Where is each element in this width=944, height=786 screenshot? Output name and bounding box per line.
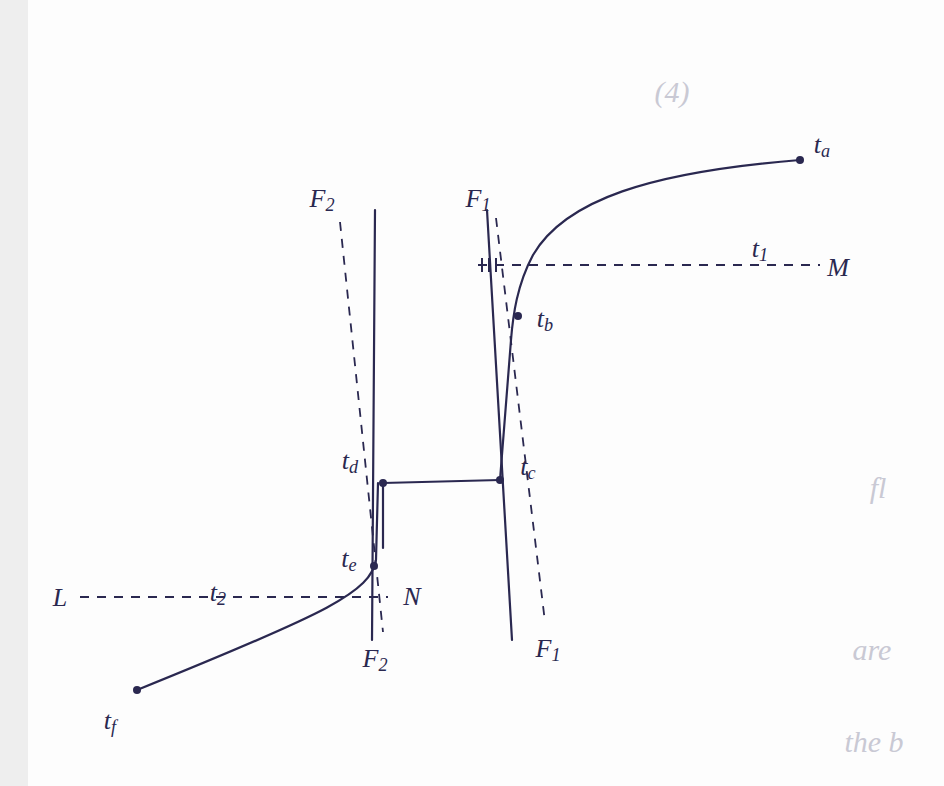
tick xyxy=(481,258,483,272)
cold-fluid-profile xyxy=(137,483,378,690)
left-wall-face xyxy=(372,210,375,640)
temperature-label: ta xyxy=(814,132,830,161)
temperature-label: L xyxy=(53,585,67,611)
temperature-label: F1 xyxy=(466,186,491,215)
point xyxy=(514,312,522,320)
tick xyxy=(495,258,497,272)
film-boundary-f2 xyxy=(340,222,383,632)
film-profile xyxy=(382,483,384,548)
temperature-label: N xyxy=(403,584,420,610)
film-boundary-f1 xyxy=(496,218,545,622)
point xyxy=(133,686,141,694)
temperature-label: tb xyxy=(537,306,553,335)
page-edge xyxy=(0,0,28,786)
tick xyxy=(488,258,490,272)
temperature-label: M xyxy=(827,255,849,281)
temperature-line-t2 xyxy=(80,596,388,598)
point xyxy=(796,156,804,164)
right-wall-face xyxy=(487,210,512,640)
temperature-label: tf xyxy=(104,708,116,737)
temperature-label: tc xyxy=(520,454,535,483)
temperature-label: F1 xyxy=(536,636,561,665)
temperature-line-t1 xyxy=(478,264,820,266)
temperature-label: te xyxy=(341,546,356,575)
temperature-label: td xyxy=(342,448,358,477)
bleed-through-text: the b xyxy=(844,727,903,757)
bleed-through-text: are xyxy=(853,635,892,665)
temperature-label: F2 xyxy=(363,646,388,675)
temperature-label: t2 xyxy=(210,580,226,609)
point xyxy=(496,476,504,484)
bleed-through-text: fl xyxy=(870,473,887,503)
temperature-label: t1 xyxy=(752,236,768,265)
point xyxy=(379,479,387,487)
wall-profile xyxy=(383,480,500,483)
temperature-label: F2 xyxy=(310,186,335,215)
point xyxy=(370,562,378,570)
hot-fluid-profile xyxy=(500,160,800,480)
bleed-through-text: (4) xyxy=(655,77,690,107)
